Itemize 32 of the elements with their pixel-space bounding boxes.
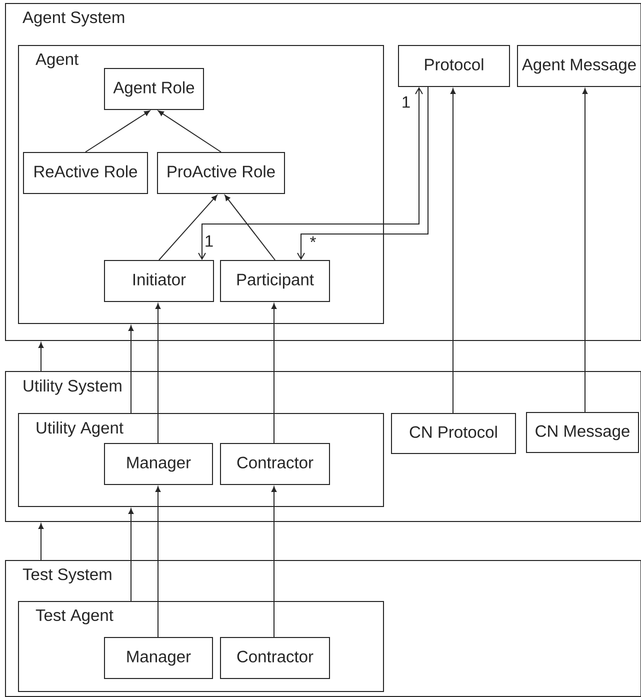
- class-box: Contractor: [220, 637, 330, 679]
- arrow: [224, 194, 276, 260]
- class-box: Agent Role: [104, 68, 204, 110]
- arrow: [128, 508, 134, 602]
- arrow: [155, 486, 161, 638]
- arrow: [128, 325, 134, 414]
- arrow: [297, 86, 428, 260]
- multiplicity-label: 1: [402, 96, 410, 108]
- class-box: Participant: [220, 260, 330, 302]
- class-box: ProActive Role: [157, 152, 285, 194]
- arrow: [158, 194, 218, 260]
- class-box: Manager: [104, 443, 213, 485]
- multiplicity-label: *: [310, 236, 316, 242]
- arrow: [271, 303, 277, 444]
- class-box: Manager: [104, 637, 213, 679]
- class-box: Initiator: [104, 260, 214, 302]
- arrow: [198, 87, 423, 260]
- arrow: [271, 486, 277, 638]
- class-box: Agent Message: [517, 45, 641, 87]
- arrow: [155, 303, 161, 444]
- class-box: ReActive Role: [23, 152, 148, 194]
- arrow: [85, 110, 150, 152]
- multiplicity-label: 1: [206, 235, 213, 247]
- arrow: [38, 523, 44, 560]
- arrow: [582, 88, 588, 412]
- arrow: [158, 110, 222, 152]
- class-box: CN Protocol: [391, 413, 516, 454]
- class-box: CN Message: [526, 412, 639, 453]
- class-box: Protocol: [398, 45, 510, 87]
- arrow: [38, 342, 44, 372]
- arrow: [450, 88, 456, 414]
- class-box: Contractor: [220, 443, 330, 485]
